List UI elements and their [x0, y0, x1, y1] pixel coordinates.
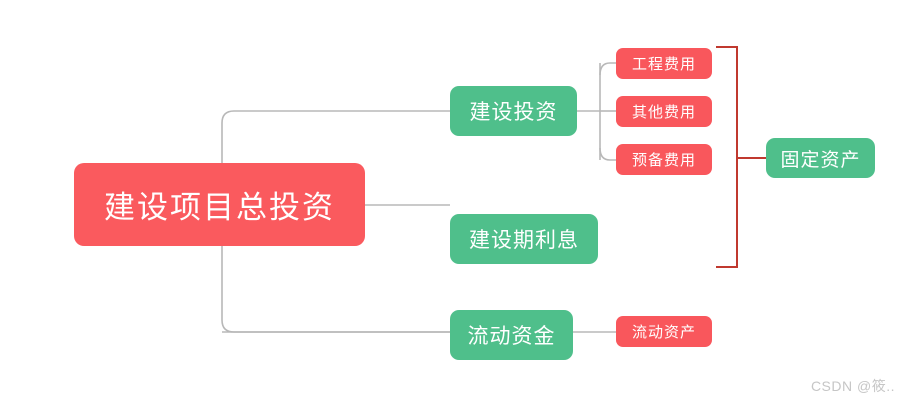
node-branch-construction-investment[interactable]: 建设投资 [450, 86, 577, 136]
node-group-fixed-assets[interactable]: 固定资产 [766, 138, 875, 178]
node-label: 其他费用 [631, 104, 696, 121]
node-label: 流动资产 [631, 324, 696, 341]
node-root-label: 建设项目总投资 [104, 190, 335, 225]
node-label: 预备费用 [631, 152, 696, 169]
node-label: 建设投资 [469, 101, 558, 124]
node-root[interactable]: 建设项目总投资 [74, 163, 365, 246]
node-child-engineering-cost[interactable]: 工程费用 [616, 48, 712, 79]
node-child-reserve-cost[interactable]: 预备费用 [616, 144, 712, 175]
node-label: 固定资产 [780, 149, 861, 171]
node-label: 流动资金 [467, 325, 556, 348]
node-child-other-cost[interactable]: 其他费用 [616, 96, 712, 127]
node-label: 建设期利息 [469, 229, 579, 252]
node-child-current-assets[interactable]: 流动资产 [616, 316, 712, 347]
node-branch-construction-interest[interactable]: 建设期利息 [450, 214, 598, 264]
node-branch-working-capital[interactable]: 流动资金 [450, 310, 573, 360]
watermark: CSDN @筱.. [810, 378, 895, 394]
node-label: 工程费用 [631, 56, 696, 73]
